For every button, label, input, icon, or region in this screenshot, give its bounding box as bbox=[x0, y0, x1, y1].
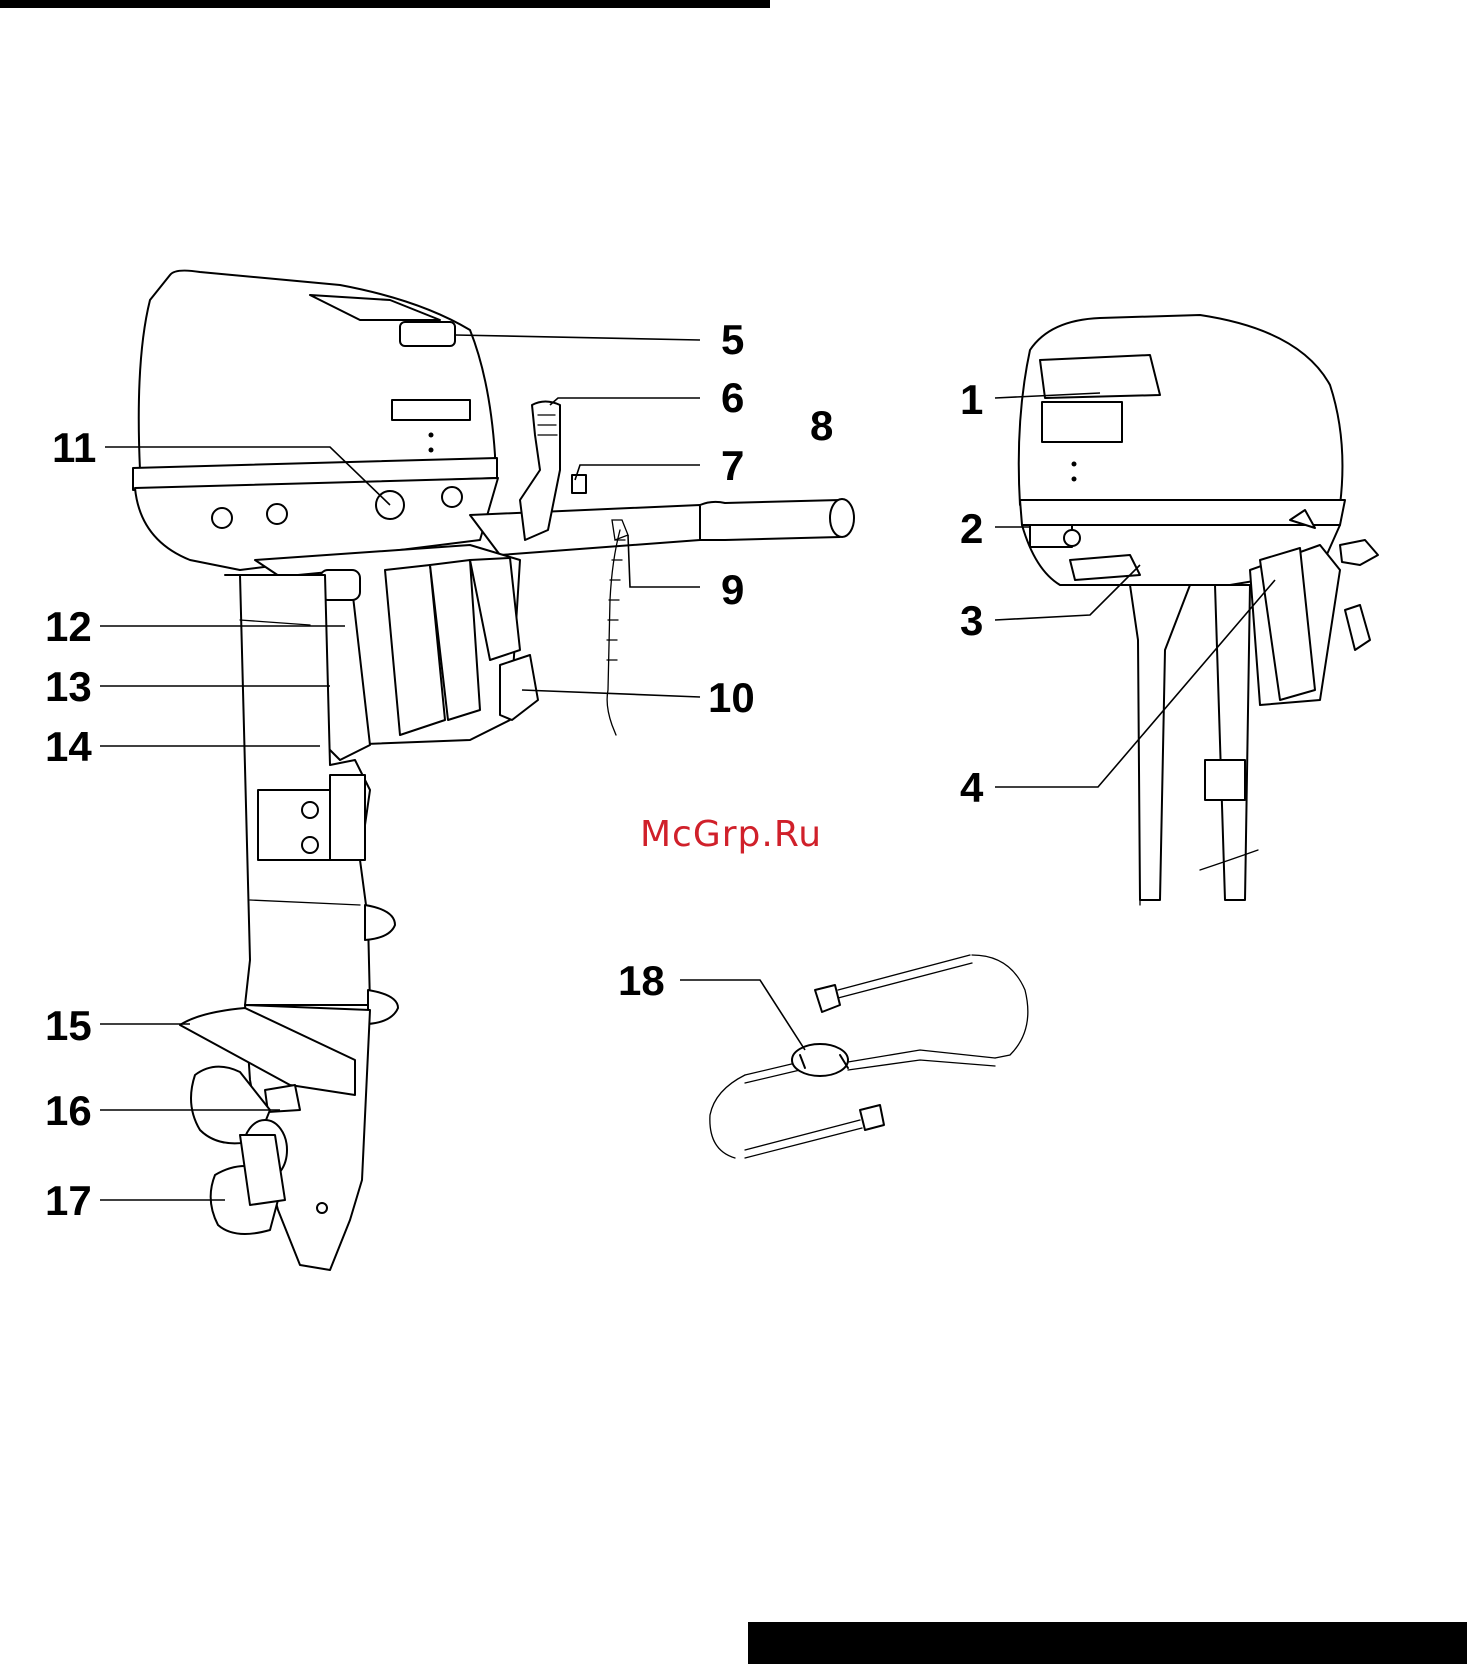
callout-17: 17 bbox=[45, 1177, 92, 1224]
callout-14: 14 bbox=[45, 723, 92, 770]
callout-11: 11 bbox=[52, 424, 96, 471]
callout-6: 6 bbox=[721, 374, 744, 421]
callout-2: 2 bbox=[960, 505, 983, 552]
callout-4: 4 bbox=[960, 764, 984, 811]
callout-1: 1 bbox=[960, 376, 983, 423]
callout-5: 5 bbox=[721, 316, 744, 363]
callout-15: 15 bbox=[45, 1002, 92, 1049]
main-motor-illustration bbox=[133, 271, 854, 1270]
callout-7: 7 bbox=[721, 442, 744, 489]
callout-9: 9 bbox=[721, 566, 744, 613]
callout-8: 8 bbox=[810, 402, 833, 449]
callout-3: 3 bbox=[960, 597, 983, 644]
watermark: McGrp.Ru bbox=[640, 814, 822, 855]
callout-13: 13 bbox=[45, 663, 92, 710]
callout-16: 16 bbox=[45, 1087, 92, 1134]
top-bar bbox=[0, 0, 770, 8]
callout-18: 18 bbox=[618, 957, 665, 1004]
fuel-line-illustration bbox=[710, 955, 1028, 1158]
bottom-bar bbox=[748, 1622, 1467, 1664]
callout-10: 10 bbox=[708, 674, 755, 721]
rear-motor-illustration bbox=[1019, 315, 1378, 905]
callout-12: 12 bbox=[45, 603, 92, 650]
